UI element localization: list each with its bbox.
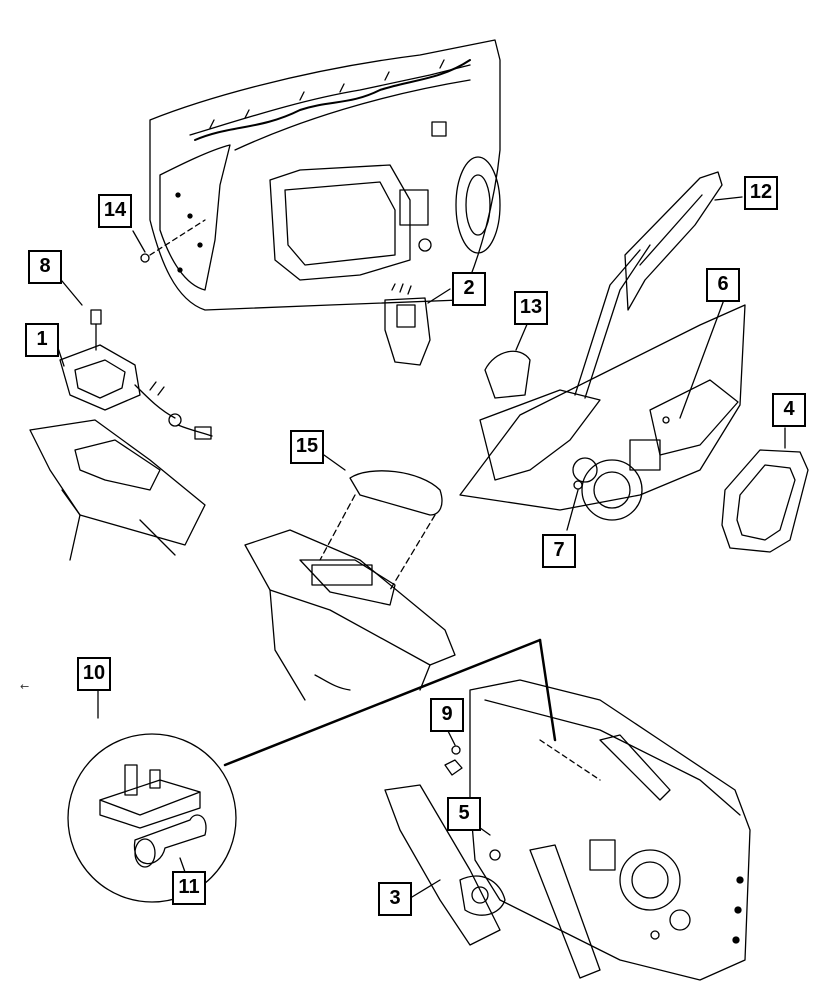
door-panel-assembly (149, 39, 501, 311)
door-frame-right (459, 244, 746, 531)
armrest-base (244, 529, 456, 701)
part-13-mirror-cover (484, 321, 531, 399)
callout-4: 4 (772, 393, 806, 427)
part-1-window-switch (56, 344, 213, 440)
callout-2: 2 (452, 272, 486, 306)
part-3-window-regulator (384, 784, 601, 979)
callout-6: 6 (706, 268, 740, 302)
callout-7: 7 (542, 534, 576, 568)
part-12-glass-run-channel (624, 171, 743, 311)
callout-15: 15 (290, 430, 324, 464)
callout-11: 11 (172, 871, 206, 905)
callout-9: 9 (430, 698, 464, 732)
callout-5: 5 (447, 797, 481, 831)
callout-12: 12 (744, 176, 778, 210)
part-8-screw (61, 280, 102, 351)
part-2-latch (384, 283, 451, 366)
callout-10: 10 (77, 657, 111, 691)
part-15-armrest-pad (319, 454, 443, 591)
callout-1: 1 (25, 323, 59, 357)
armrest-bezel-left (29, 419, 206, 561)
door-shell-lower (469, 679, 751, 981)
detail-circle-10 (67, 638, 557, 903)
callout-14: 14 (98, 194, 132, 228)
callout-8: 8 (28, 250, 62, 284)
callout-3: 3 (378, 882, 412, 916)
part-4-seal (721, 427, 809, 553)
back-arrow-icon: ← (20, 680, 30, 693)
part-9-washer (447, 730, 660, 940)
callout-13: 13 (514, 291, 548, 325)
part-14-screw (132, 219, 206, 263)
